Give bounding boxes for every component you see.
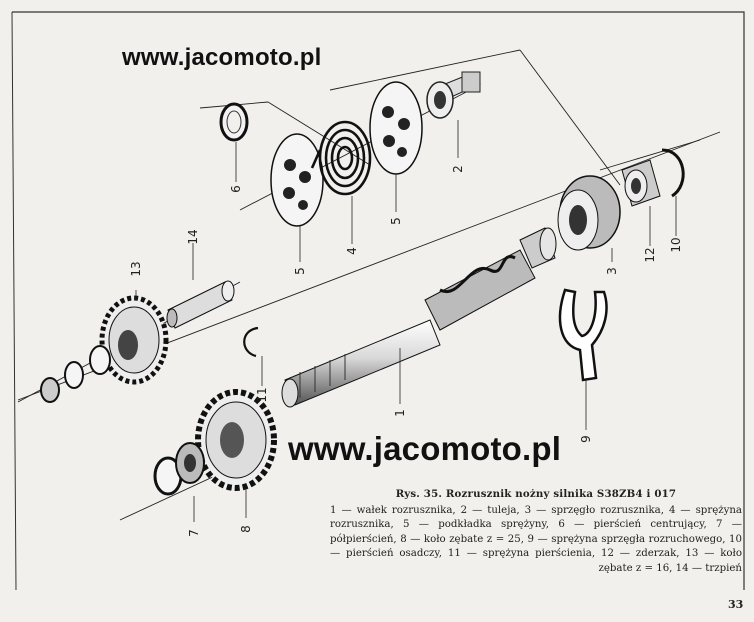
caption-legend: 1 — wałek rozrusznika, 2 — tuleja, 3 — s… [330, 504, 742, 574]
page-number: 33 [728, 598, 744, 611]
bushing-part-2 [426, 71, 481, 119]
gear-z16-part-13 [99, 295, 169, 385]
starter-clutch-part-3 [557, 175, 621, 251]
half-ring-part-7 [153, 442, 205, 496]
circlip-part-10 [661, 148, 685, 198]
label-part-12: 12 [643, 247, 657, 263]
gear-z25-part-8 [195, 389, 277, 491]
figure-caption: Rys. 35. Rozrusznik nożny silnika S38ZB4… [330, 487, 742, 577]
pin-part-14 [166, 280, 235, 329]
stop-part-12 [621, 159, 661, 207]
label-part-7: 7 [187, 529, 201, 537]
label-part-4: 4 [345, 247, 359, 255]
ring-spring-part-11 [243, 326, 259, 358]
label-part-8: 8 [239, 525, 253, 533]
label-part-1: 1 [393, 409, 407, 417]
leader-lines [135, 120, 677, 522]
label-part-14: 14 [186, 229, 200, 245]
centering-ring-part-6 [219, 102, 249, 142]
label-part-3: 3 [605, 267, 619, 275]
label-part-6: 6 [229, 185, 243, 193]
spring-washer-part-5a [270, 133, 324, 227]
label-part-11: 11 [255, 387, 269, 403]
small-washers [40, 345, 111, 403]
label-part-2: 2 [451, 165, 465, 173]
caption-title: Rys. 35. Rozrusznik nożny silnika S38ZB4… [395, 488, 677, 500]
spring-washer-part-5b [369, 81, 423, 175]
page-border [12, 11, 745, 590]
watermark-top: www.jacomoto.pl [122, 44, 322, 71]
spiral-spring-part-4 [310, 120, 372, 196]
label-part-10: 10 [669, 237, 683, 253]
kickstart-shaft-part-1 [281, 227, 557, 408]
label-part-13: 13 [129, 261, 143, 277]
label-part-9: 9 [579, 435, 593, 443]
label-part-5a: 5 [293, 267, 307, 275]
watermark-middle: www.jacomoto.pl [288, 430, 562, 467]
label-part-5b: 5 [389, 217, 403, 225]
clutch-spring-part-9 [558, 288, 608, 382]
page-border-left [11, 11, 17, 591]
